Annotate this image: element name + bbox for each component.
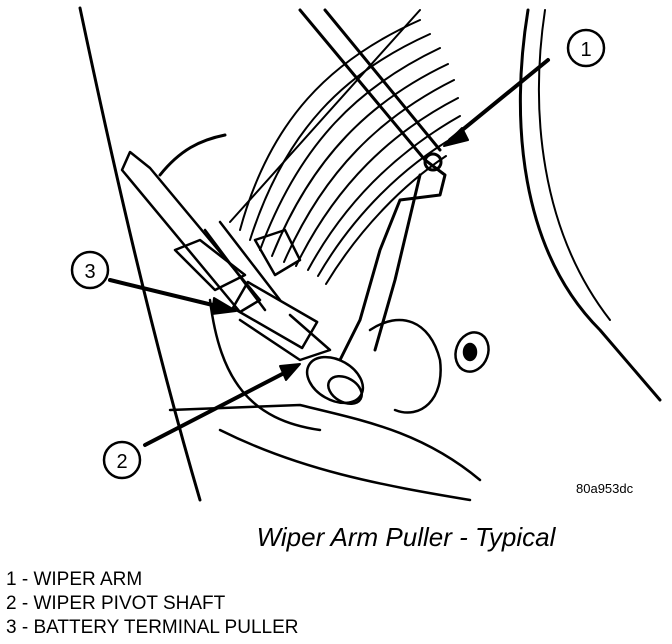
body-curve-outline [518,8,662,402]
callout-1-number: 1 [580,39,591,61]
cowl-panel-outline [78,6,202,502]
callout-2: 2 [102,363,301,480]
wiper-arm-puller-illustration: 1 3 2 [70,6,662,502]
wiper-arm [298,8,447,362]
callout-3: 3 [70,250,237,315]
legend-item: 1 - WIPER ARM [6,569,143,590]
callout-1: 1 [443,28,606,147]
callout-2-number: 2 [116,451,127,473]
washer-nut [454,331,490,373]
bellows-ribs [229,9,461,285]
legend: 1 - WIPER ARM 2 - WIPER PIVOT SHAFT 3 - … [6,568,298,640]
washer-hose [158,133,227,177]
pivot-housing [168,298,482,502]
figure-code: 80a953dc [576,481,634,496]
figure-caption: Wiper Arm Puller - Typical [256,522,556,552]
callout-3-number: 3 [84,261,95,283]
legend-item: 3 - BATTERY TERMINAL PULLER [6,617,299,638]
legend-item: 2 - WIPER PIVOT SHAFT [6,593,226,614]
battery-terminal-puller [120,150,365,405]
